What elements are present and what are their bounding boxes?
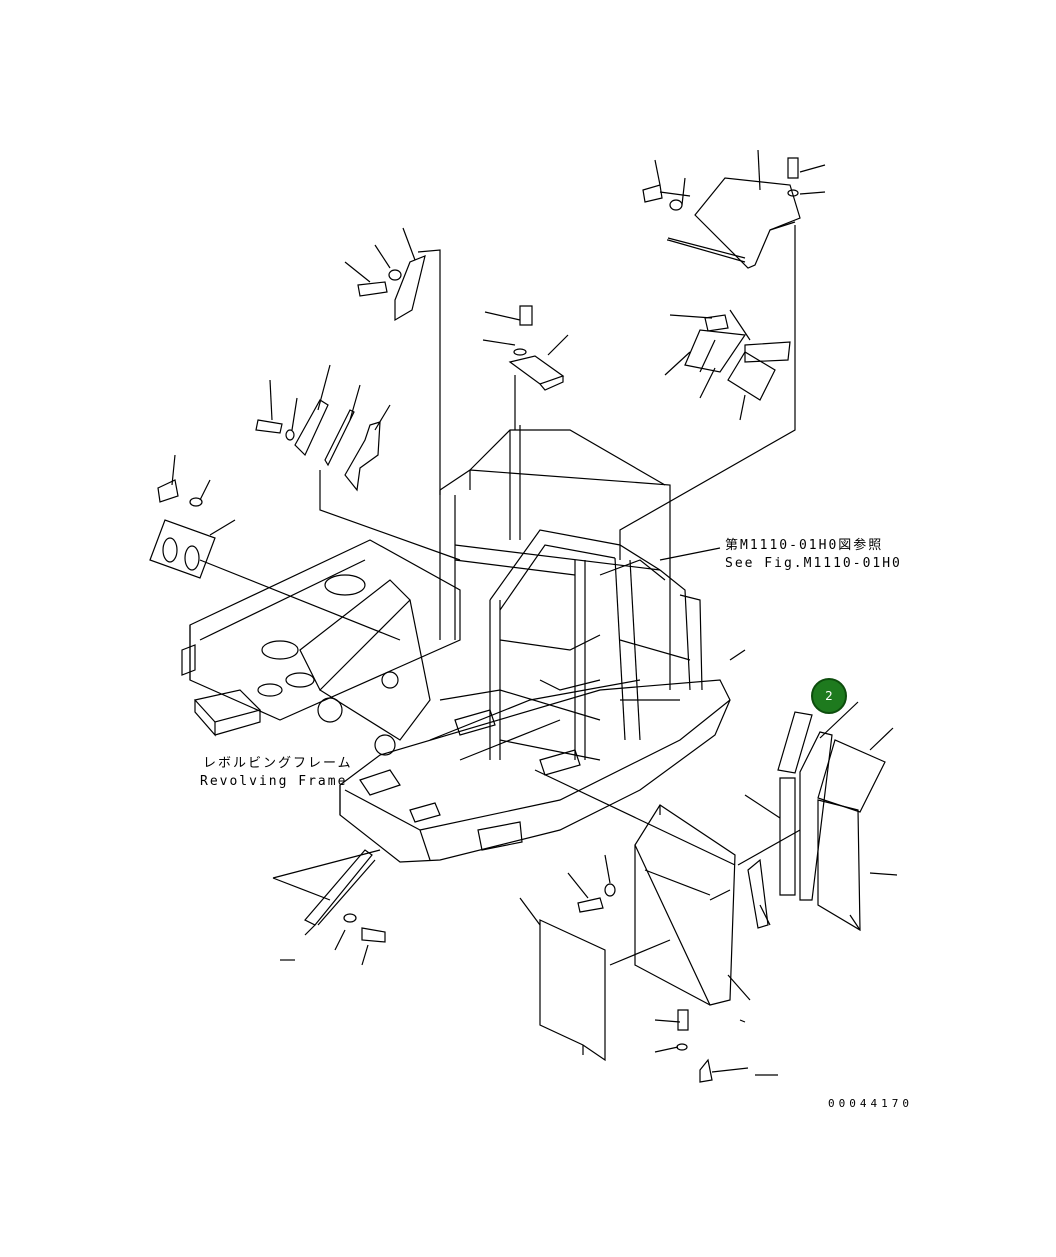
drawing-number: 00044170 — [828, 1097, 913, 1110]
revolving-frame-label-en: Revolving Frame — [200, 774, 348, 789]
reference-label-en: See Fig.M1110-01H0 — [725, 556, 902, 571]
exploded-parts — [149, 149, 826, 641]
revolving-frame-label-jp: レボルビングフレーム — [203, 756, 353, 771]
reference-label-jp: 第M1110-01H0図参照 — [725, 538, 884, 553]
rops-frame — [439, 425, 703, 760]
callout-badge[interactable]: 2 — [811, 678, 847, 714]
callout-number: 2 — [825, 689, 833, 703]
exploded-parts-lower — [272, 649, 898, 1083]
revolving-frame — [181, 539, 731, 863]
